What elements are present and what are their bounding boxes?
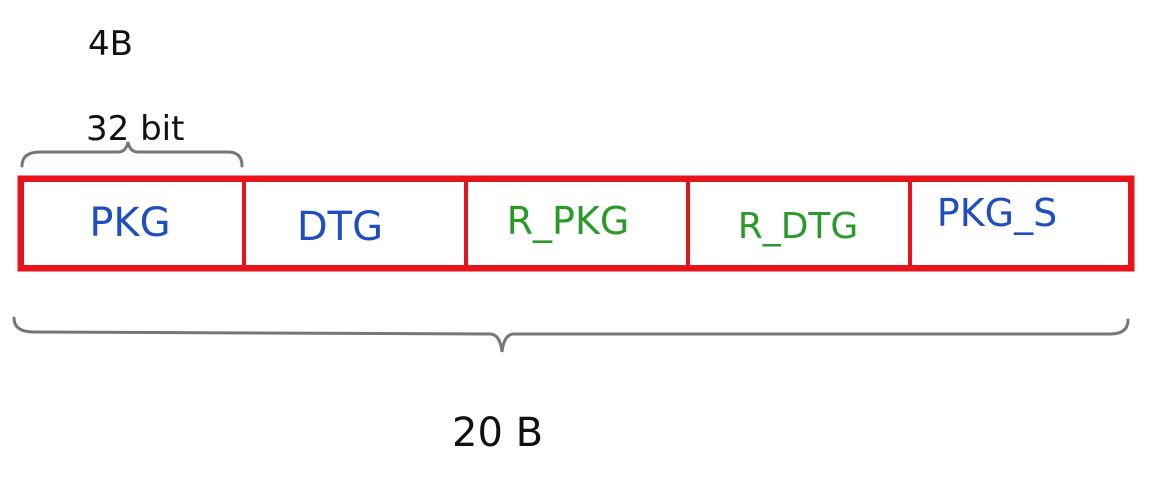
bits-label: 32 bit	[86, 109, 184, 149]
field-brace	[20, 141, 244, 168]
field-box-pkg-s	[908, 178, 1132, 269]
field-label-pkg-s: PKG_S	[937, 191, 1057, 235]
field-label-dtg: DTG	[297, 204, 383, 250]
field-label-r-dtg: R_DTG	[738, 206, 859, 247]
total-brace	[12, 316, 1130, 353]
field-label-r-pkg: R_PKG	[507, 199, 630, 243]
size-label-4b: 4B	[88, 24, 133, 64]
field-group	[20, 178, 1132, 269]
total-size-label: 20 B	[452, 410, 543, 456]
field-label-pkg: PKG	[89, 200, 170, 246]
